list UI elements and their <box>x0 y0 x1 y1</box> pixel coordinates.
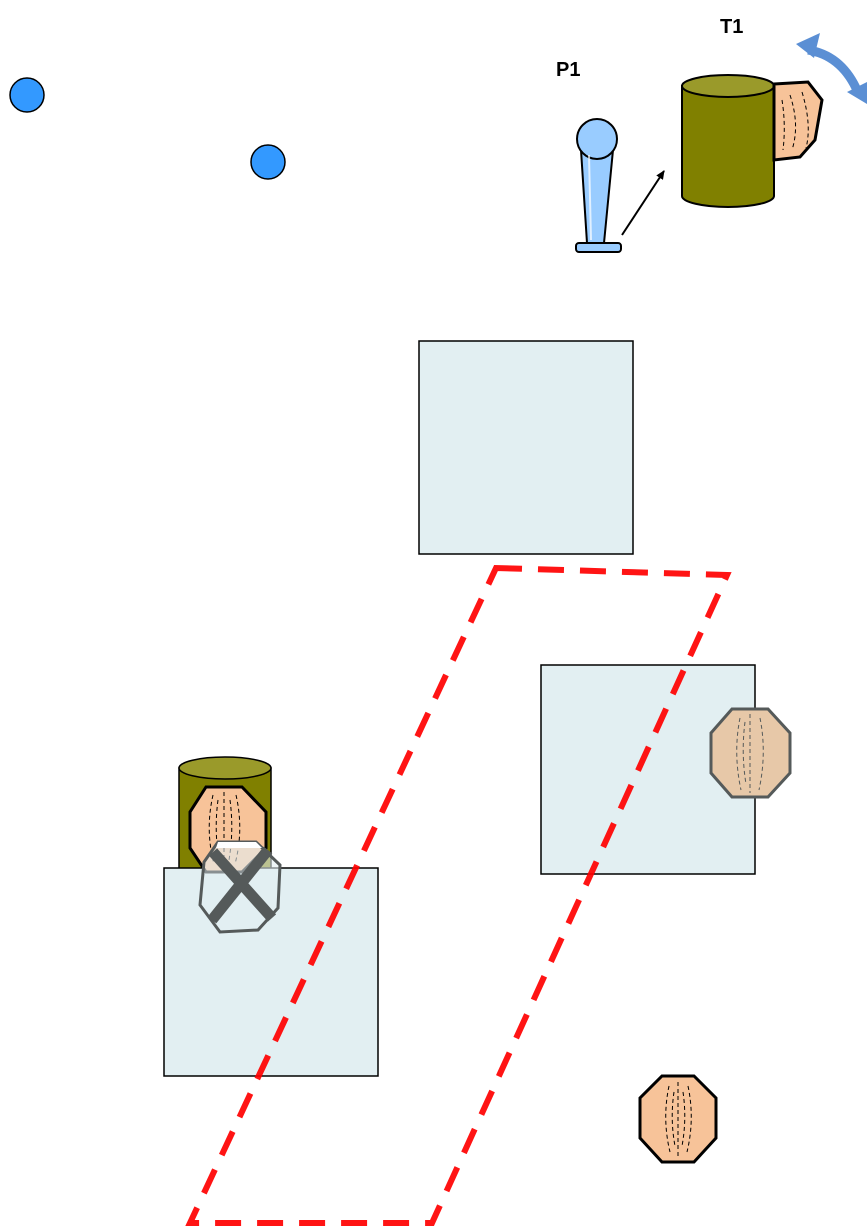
tool-label: T1 <box>720 16 743 38</box>
blue-dot <box>250 144 286 180</box>
blue-dot <box>9 77 45 113</box>
pin-label: P1 <box>556 59 580 81</box>
dashed-path-outline <box>185 564 732 1226</box>
mug-icon <box>681 74 824 208</box>
glass-panel-top <box>418 340 634 555</box>
cross-mark-icon <box>207 846 277 924</box>
octagon-knob-icon <box>638 1074 718 1164</box>
pin-tool-icon <box>575 118 622 253</box>
pin-arrow <box>621 170 665 236</box>
octagon-knob-icon <box>709 707 792 799</box>
rotate-arrow-icon <box>796 33 867 104</box>
